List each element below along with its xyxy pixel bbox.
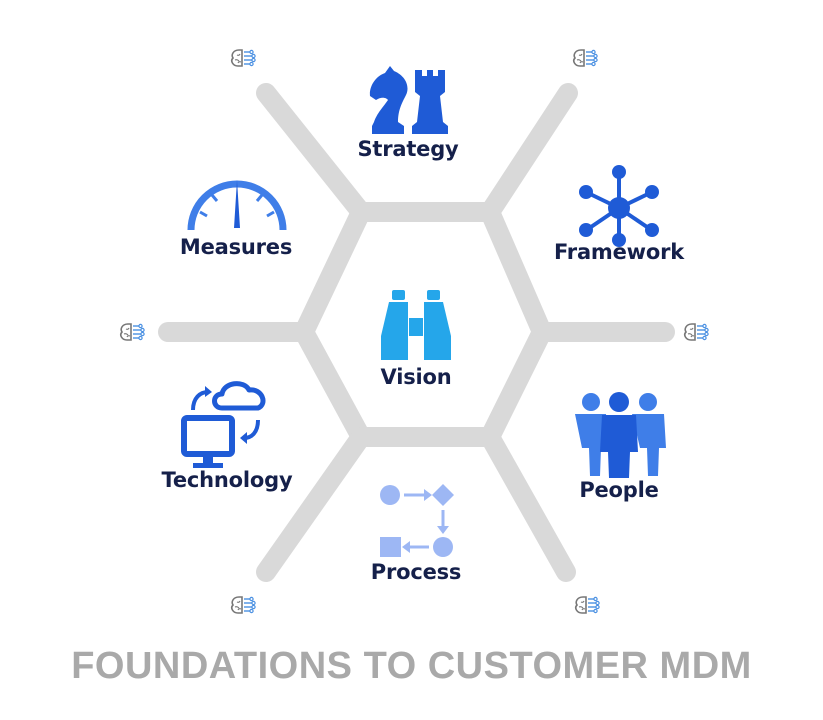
brain-circuit-icon [573,49,598,67]
chess-pieces-icon [369,66,448,134]
brain-circuit-icon [231,49,256,67]
brain-circuit-icon [684,323,709,341]
segment-label-framework: Framework [553,240,685,264]
brain-circuit-icon [120,323,145,341]
computer-cloud-sync-icon [181,381,266,468]
segment-label-measures: Measures [179,235,293,259]
process-flow-icon [380,484,454,557]
segment-label-strategy: Strategy [357,137,459,161]
people-group-icon [575,392,666,478]
gauge-icon [187,180,287,231]
brain-circuit-icon [575,596,600,614]
segment-label-process: Process [370,560,462,584]
segment-label-technology: Technology [161,468,293,492]
brain-circuit-icon [231,596,256,614]
network-hub-icon [579,165,659,247]
connector-lines [158,83,675,582]
center-label-vision: Vision [380,365,452,389]
segment-label-people: People [579,478,659,502]
diagram-title: FOUNDATIONS TO CUSTOMER MDM [71,645,752,687]
binoculars-icon [381,290,451,360]
